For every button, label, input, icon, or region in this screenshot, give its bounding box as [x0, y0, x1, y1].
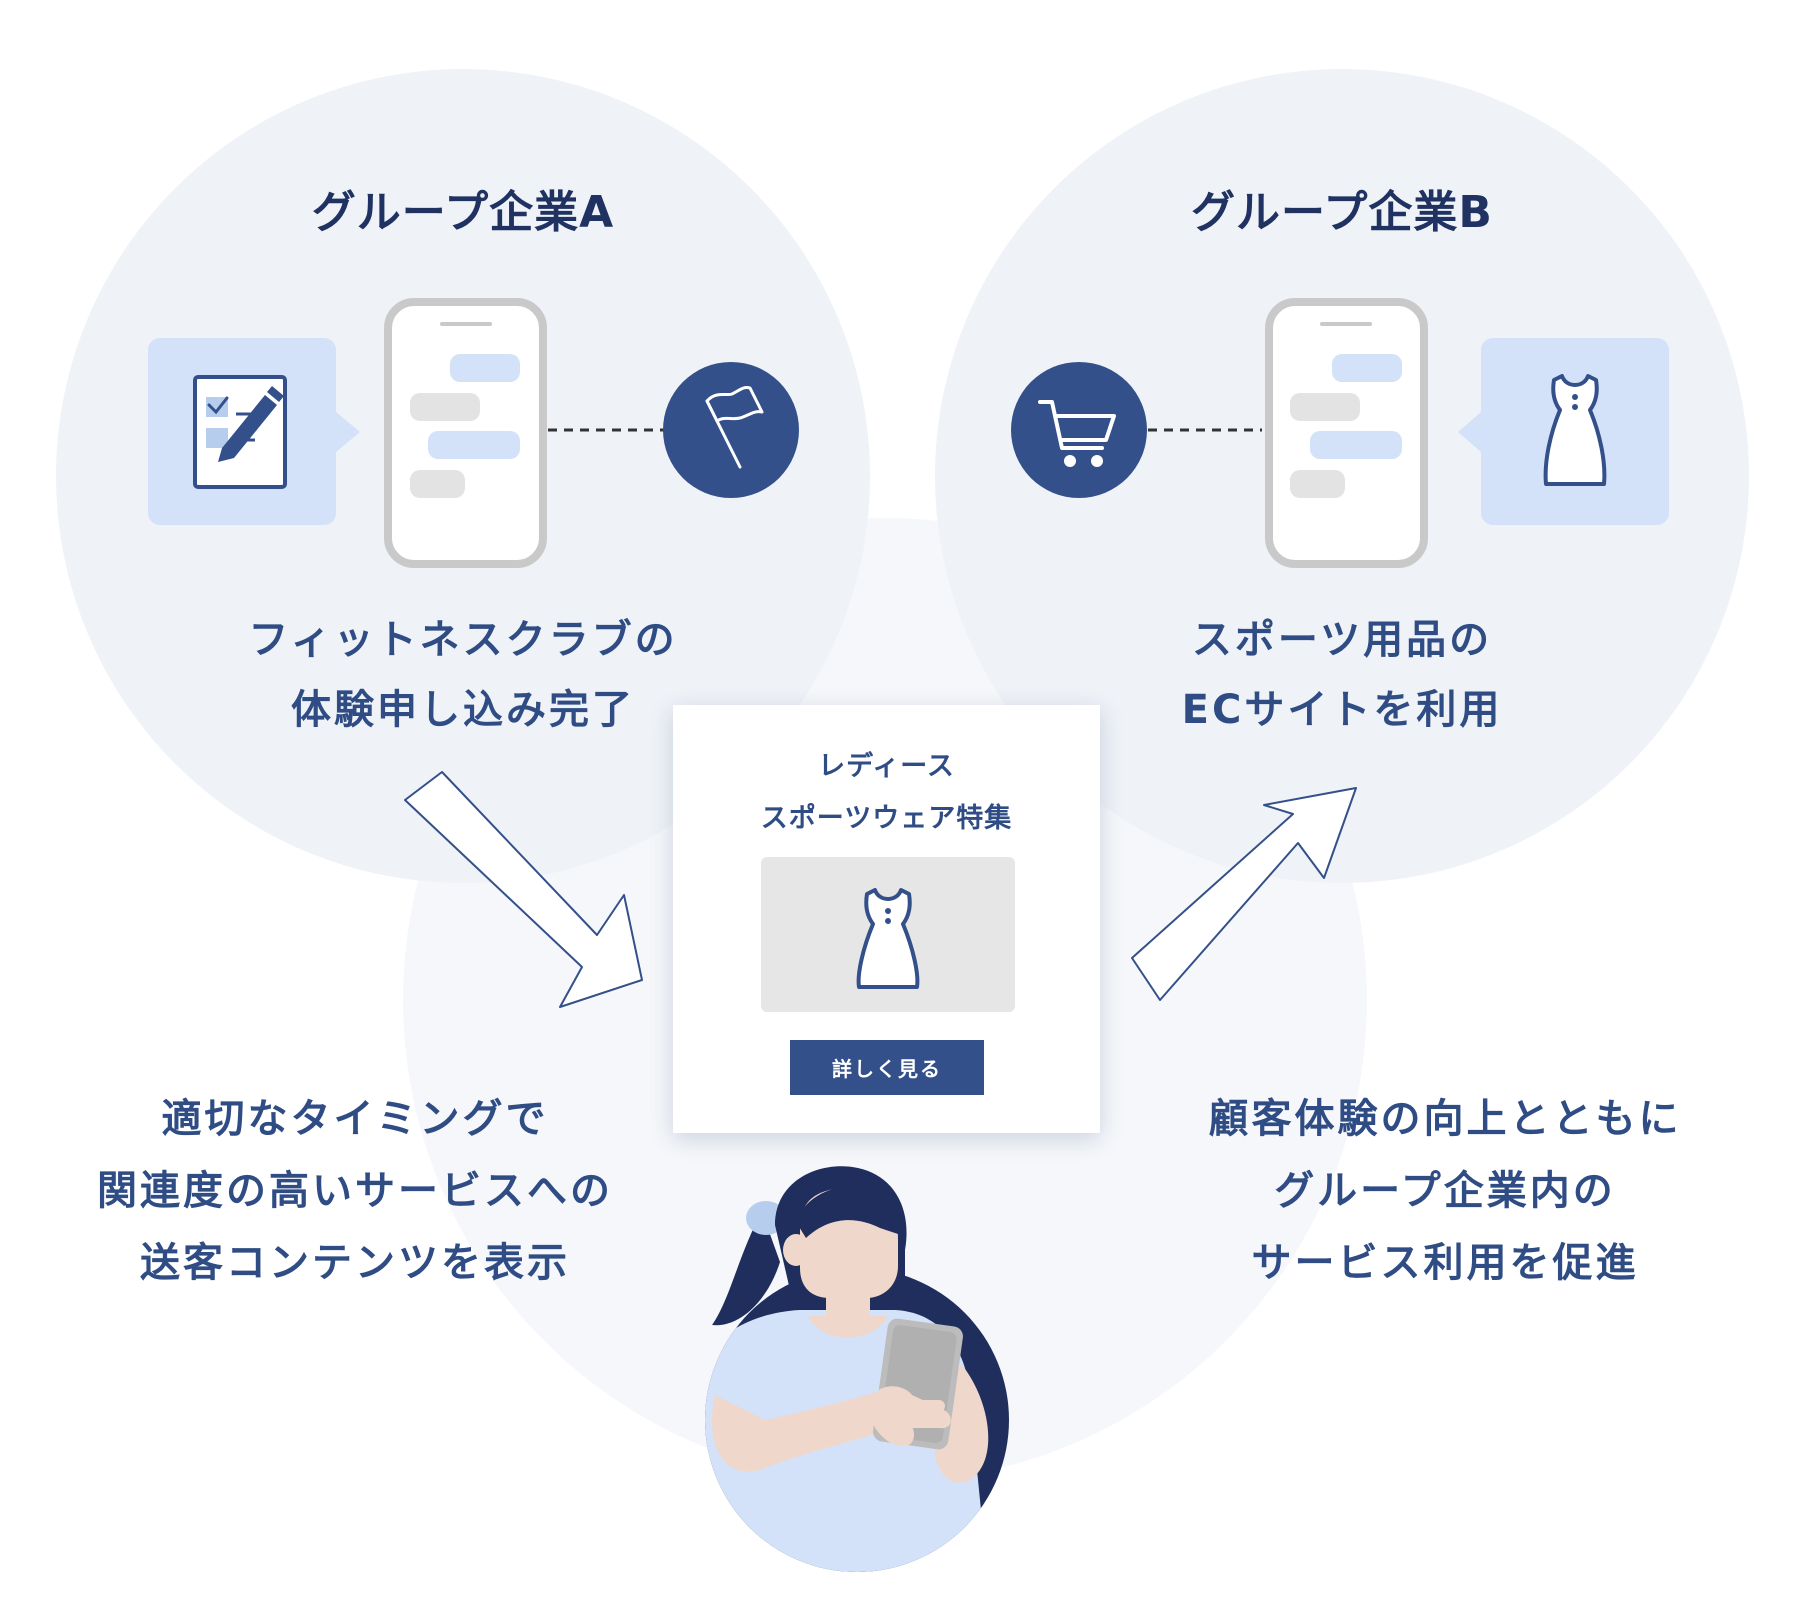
content-card-title-line: レディース — [818, 751, 955, 782]
checklist-pencil-icon — [148, 338, 360, 525]
arrow-to-company-b — [1131, 787, 1357, 1001]
content-card: レディース スポーツウェア特集 詳しく見る — [673, 705, 1100, 1133]
content-card-title: レディース スポーツウェア特集 — [673, 741, 1100, 845]
right-description: 顧客体験の向上とともに グループ企業内の サービス利用を促進 — [1140, 1083, 1750, 1299]
flag-icon — [663, 362, 799, 498]
view-details-button[interactable]: 詳しく見る — [790, 1040, 984, 1095]
company-b-caption-line: スポーツ用品の — [1191, 617, 1493, 663]
company-b-caption: スポーツ用品の ECサイトを利用 — [1042, 605, 1642, 745]
left-description-line: 送客コンテンツを表示 — [140, 1240, 570, 1286]
user-illustration — [705, 1166, 1009, 1572]
right-description-line: 顧客体験の向上とともに — [1208, 1096, 1682, 1142]
arrow-to-content — [404, 771, 643, 1008]
phone-chat-icon — [1265, 298, 1428, 568]
phone-chat-icon — [384, 298, 547, 568]
dress-icon — [1458, 338, 1669, 525]
company-a-title: グループ企業A — [311, 187, 615, 238]
company-a-caption-line: 体験申し込み完了 — [291, 687, 635, 733]
left-description: 適切なタイミングで 関連度の高いサービスへの 送客コンテンツを表示 — [50, 1083, 660, 1299]
right-description-line: サービス利用を促進 — [1251, 1240, 1639, 1286]
company-b-caption-line: ECサイトを利用 — [1181, 687, 1503, 733]
company-b-title: グループ企業B — [1191, 187, 1493, 238]
left-description-line: 関連度の高いサービスへの — [97, 1168, 613, 1214]
content-card-title-line: スポーツウェア特集 — [760, 803, 1013, 834]
company-a-caption-line: フィットネスクラブの — [248, 617, 678, 663]
dress-icon — [856, 888, 920, 989]
shopping-cart-icon — [1011, 362, 1147, 498]
right-description-line: グループ企業内の — [1274, 1168, 1616, 1214]
left-description-line: 適切なタイミングで — [161, 1096, 549, 1142]
company-a-caption: フィットネスクラブの 体験申し込み完了 — [163, 605, 763, 745]
content-card-image — [761, 857, 1015, 1012]
